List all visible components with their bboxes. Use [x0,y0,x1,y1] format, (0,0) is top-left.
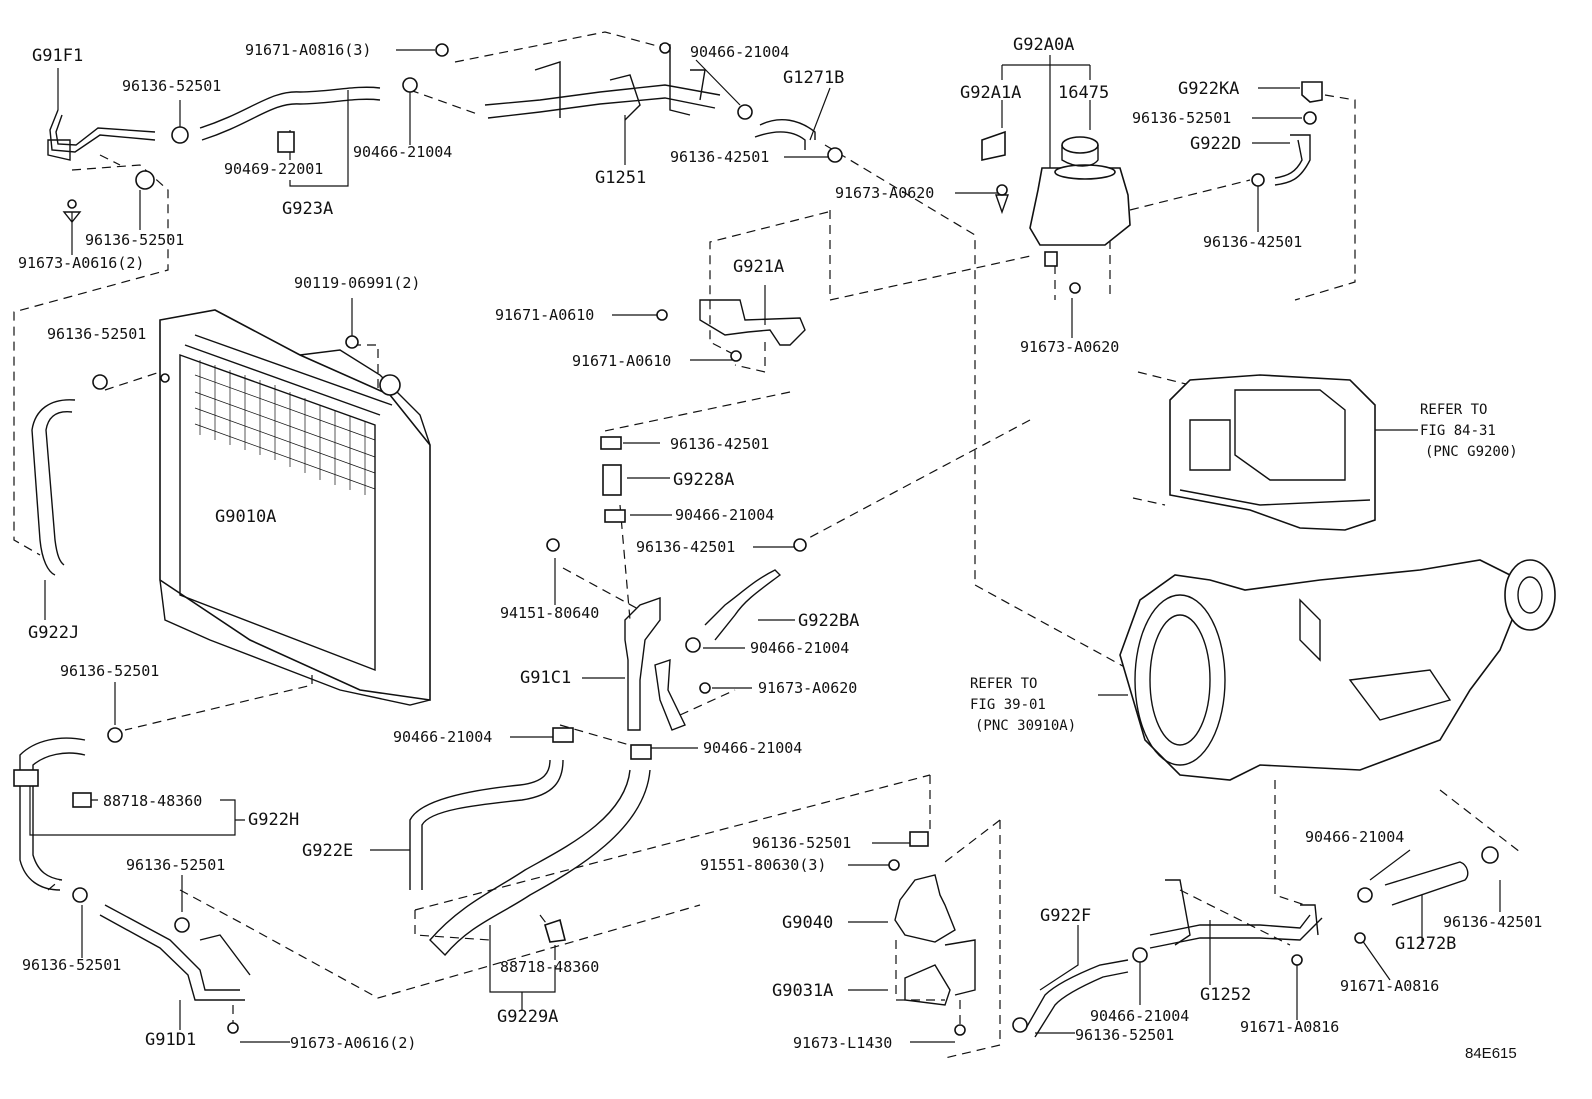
label-g9040: G9040 [782,913,833,933]
label-g1271b: G1271B [783,68,844,88]
g9229a-hose [429,744,652,957]
label-91673-a0616: 91673-A0616(2) [18,254,144,272]
part-drawings [13,42,1556,1038]
label-g922f: G922F [1040,906,1091,926]
label-g922d: G922D [1190,134,1241,154]
g91f1-pipe [47,109,156,224]
reservoir-tank [981,130,1131,294]
label-g9228a: G9228A [673,470,734,490]
label-96136-42501: 96136-42501 [670,435,769,453]
transmission-assembly [1119,559,1556,781]
label-g9031a: G9031A [772,981,833,1001]
label-96136-52501: 96136-52501 [122,77,221,95]
label-96136-52501: 96136-52501 [126,856,225,874]
label-90466-21004: 90466-21004 [750,639,849,657]
label-90119-06991: 90119-06991(2) [294,274,420,292]
label-96136-52501: 96136-52501 [60,662,159,680]
label-94151-80640: 94151-80640 [500,604,599,622]
label-g92a0a: G92A0A [1013,35,1074,55]
label-90466-21004: 90466-21004 [675,506,774,524]
label-91551-80630: 91551-80630(3) [700,856,826,874]
label-88718-48360: 88718-48360 [500,958,599,976]
label-91673-a0620: 91673-A0620 [758,679,857,697]
label-96136-52501: 96136-52501 [85,231,184,249]
label-91671-a0816: 91671-A0816 [1240,1018,1339,1036]
label-96136-52501: 96136-52501 [1075,1026,1174,1044]
label-96136-52501: 96136-52501 [1132,109,1231,127]
label-91671-a0610: 91671-A0610 [572,352,671,370]
ref-transmission-line-3: (PNC 30910A) [975,718,1076,734]
g923a-hose [171,43,449,153]
label-g91d1: G91D1 [145,1030,196,1050]
label-96136-52501: 96136-52501 [752,834,851,852]
label-91673-a0616: 91673-A0616(2) [290,1034,416,1052]
label-91671-a0610: 91671-A0610 [495,306,594,324]
g1271b-hose [737,104,843,163]
label-g921a: G921A [733,257,784,277]
label-90466-21004: 90466-21004 [690,43,789,61]
label-g922j: G922J [28,623,79,643]
g91d1-pipe [72,887,251,1034]
label-g9010a: G9010A [215,507,276,527]
label-91673-a0620: 91673-A0620 [1020,338,1119,356]
leader-lines [29,49,1501,1043]
center-hoses [546,436,807,731]
label-g1252: G1252 [1200,985,1251,1005]
label-g922e: G922E [302,841,353,861]
ref-inverter-line-3: (PNC G9200) [1425,444,1518,460]
g922e-hose [409,727,574,890]
ref-transmission-line-1: REFER TO [970,676,1037,692]
reference-note-inverter: REFER TO FIG 84-31 (PNC G9200) [1420,402,1518,460]
label-g91c1: G91C1 [520,668,571,688]
label-16475: 16475 [1058,83,1109,103]
label-91671-a0816: 91671-A0816(3) [245,41,371,59]
label-96136-42501: 96136-42501 [636,538,735,556]
diagram-code: 84E615 [1465,1045,1517,1062]
label-g922ba: G922BA [798,611,859,631]
g922h-hose [13,727,123,891]
lower-right-hoses [1012,846,1499,1038]
label-90466-21004: 90466-21004 [393,728,492,746]
label-g92a1a: G92A1A [960,83,1021,103]
label-g923a: G923A [282,199,333,219]
g922ka-elbow [1251,81,1323,187]
label-91673-l1430: 91673-L1430 [793,1034,892,1052]
g1251-pipe [484,42,721,121]
label-g922h: G922H [248,810,299,830]
label-g922ka: G922KA [1178,79,1239,99]
label-90466-21004: 90466-21004 [1305,828,1404,846]
ref-inverter-line-2: FIG 84-31 [1420,423,1496,439]
label-91671-a0816: 91671-A0816 [1340,977,1439,995]
label-96136-42501: 96136-42501 [1443,913,1542,931]
label-96136-52501: 96136-52501 [22,956,121,974]
label-91673-a0620: 91673-A0620 [835,184,934,202]
ref-transmission-line-2: FIG 39-01 [970,697,1046,713]
label-90466-21004: 90466-21004 [703,739,802,757]
label-96136-42501: 96136-42501 [670,148,769,166]
label-90466-21004: 90466-21004 [353,143,452,161]
label-96136-42501: 96136-42501 [1203,233,1302,251]
ref-inverter-line-1: REFER TO [1420,402,1487,418]
reference-note-transmission: REFER TO FIG 39-01 (PNC 30910A) [970,676,1076,734]
part-labels: G91F1 96136-52501 91671-A0816(3) 90466-2… [18,35,1542,1052]
g922j-hose [31,374,108,576]
label-g1272b: G1272B [1395,934,1456,954]
g921a-bracket [656,299,806,362]
label-96136-52501: 96136-52501 [47,325,146,343]
label-90466-21004: 90466-21004 [1090,1007,1189,1025]
label-88718-48360: 88718-48360 [103,792,202,810]
water-pump [888,831,976,1036]
radiator-assembly [159,309,431,706]
inverter-assembly [1169,374,1376,531]
label-g9229a: G9229A [497,1007,558,1027]
label-90469-22001: 90469-22001 [224,160,323,178]
label-g91f1: G91F1 [32,46,83,66]
label-g1251: G1251 [595,168,646,188]
